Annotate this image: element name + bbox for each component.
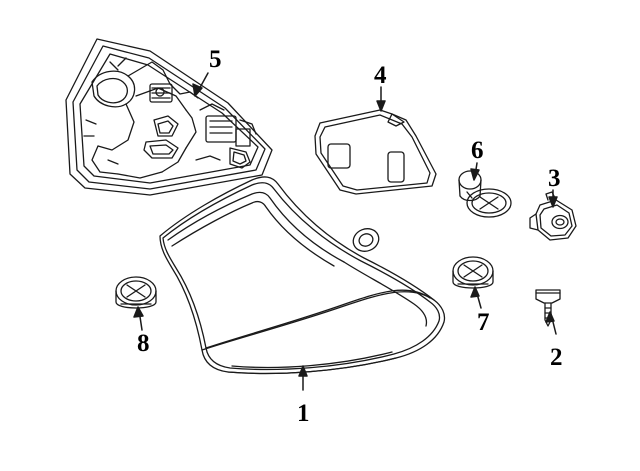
- callout-6: 6: [471, 137, 484, 164]
- callout-1: 1: [297, 400, 310, 427]
- part-5-lamp-socket-housing: [65, 38, 273, 196]
- callout-3: 3: [548, 165, 561, 192]
- callout-leaders: [133, 72, 558, 391]
- callout-4: 4: [374, 62, 387, 89]
- callout-7: 7: [477, 309, 490, 336]
- part-7-retainer-nut-medium: [452, 256, 494, 289]
- part-1-tail-lamp-lens-assembly: [159, 176, 446, 375]
- callout-8: 8: [137, 330, 150, 357]
- callout-2: 2: [550, 344, 563, 371]
- part-3-bracket-clip: [529, 191, 577, 241]
- part-8-retainer-nut-small: [115, 276, 157, 309]
- callout-5: 5: [209, 46, 222, 73]
- part-6-retainer-nut-large: [458, 170, 512, 218]
- part-4-gasket-seal-pad: [314, 109, 437, 195]
